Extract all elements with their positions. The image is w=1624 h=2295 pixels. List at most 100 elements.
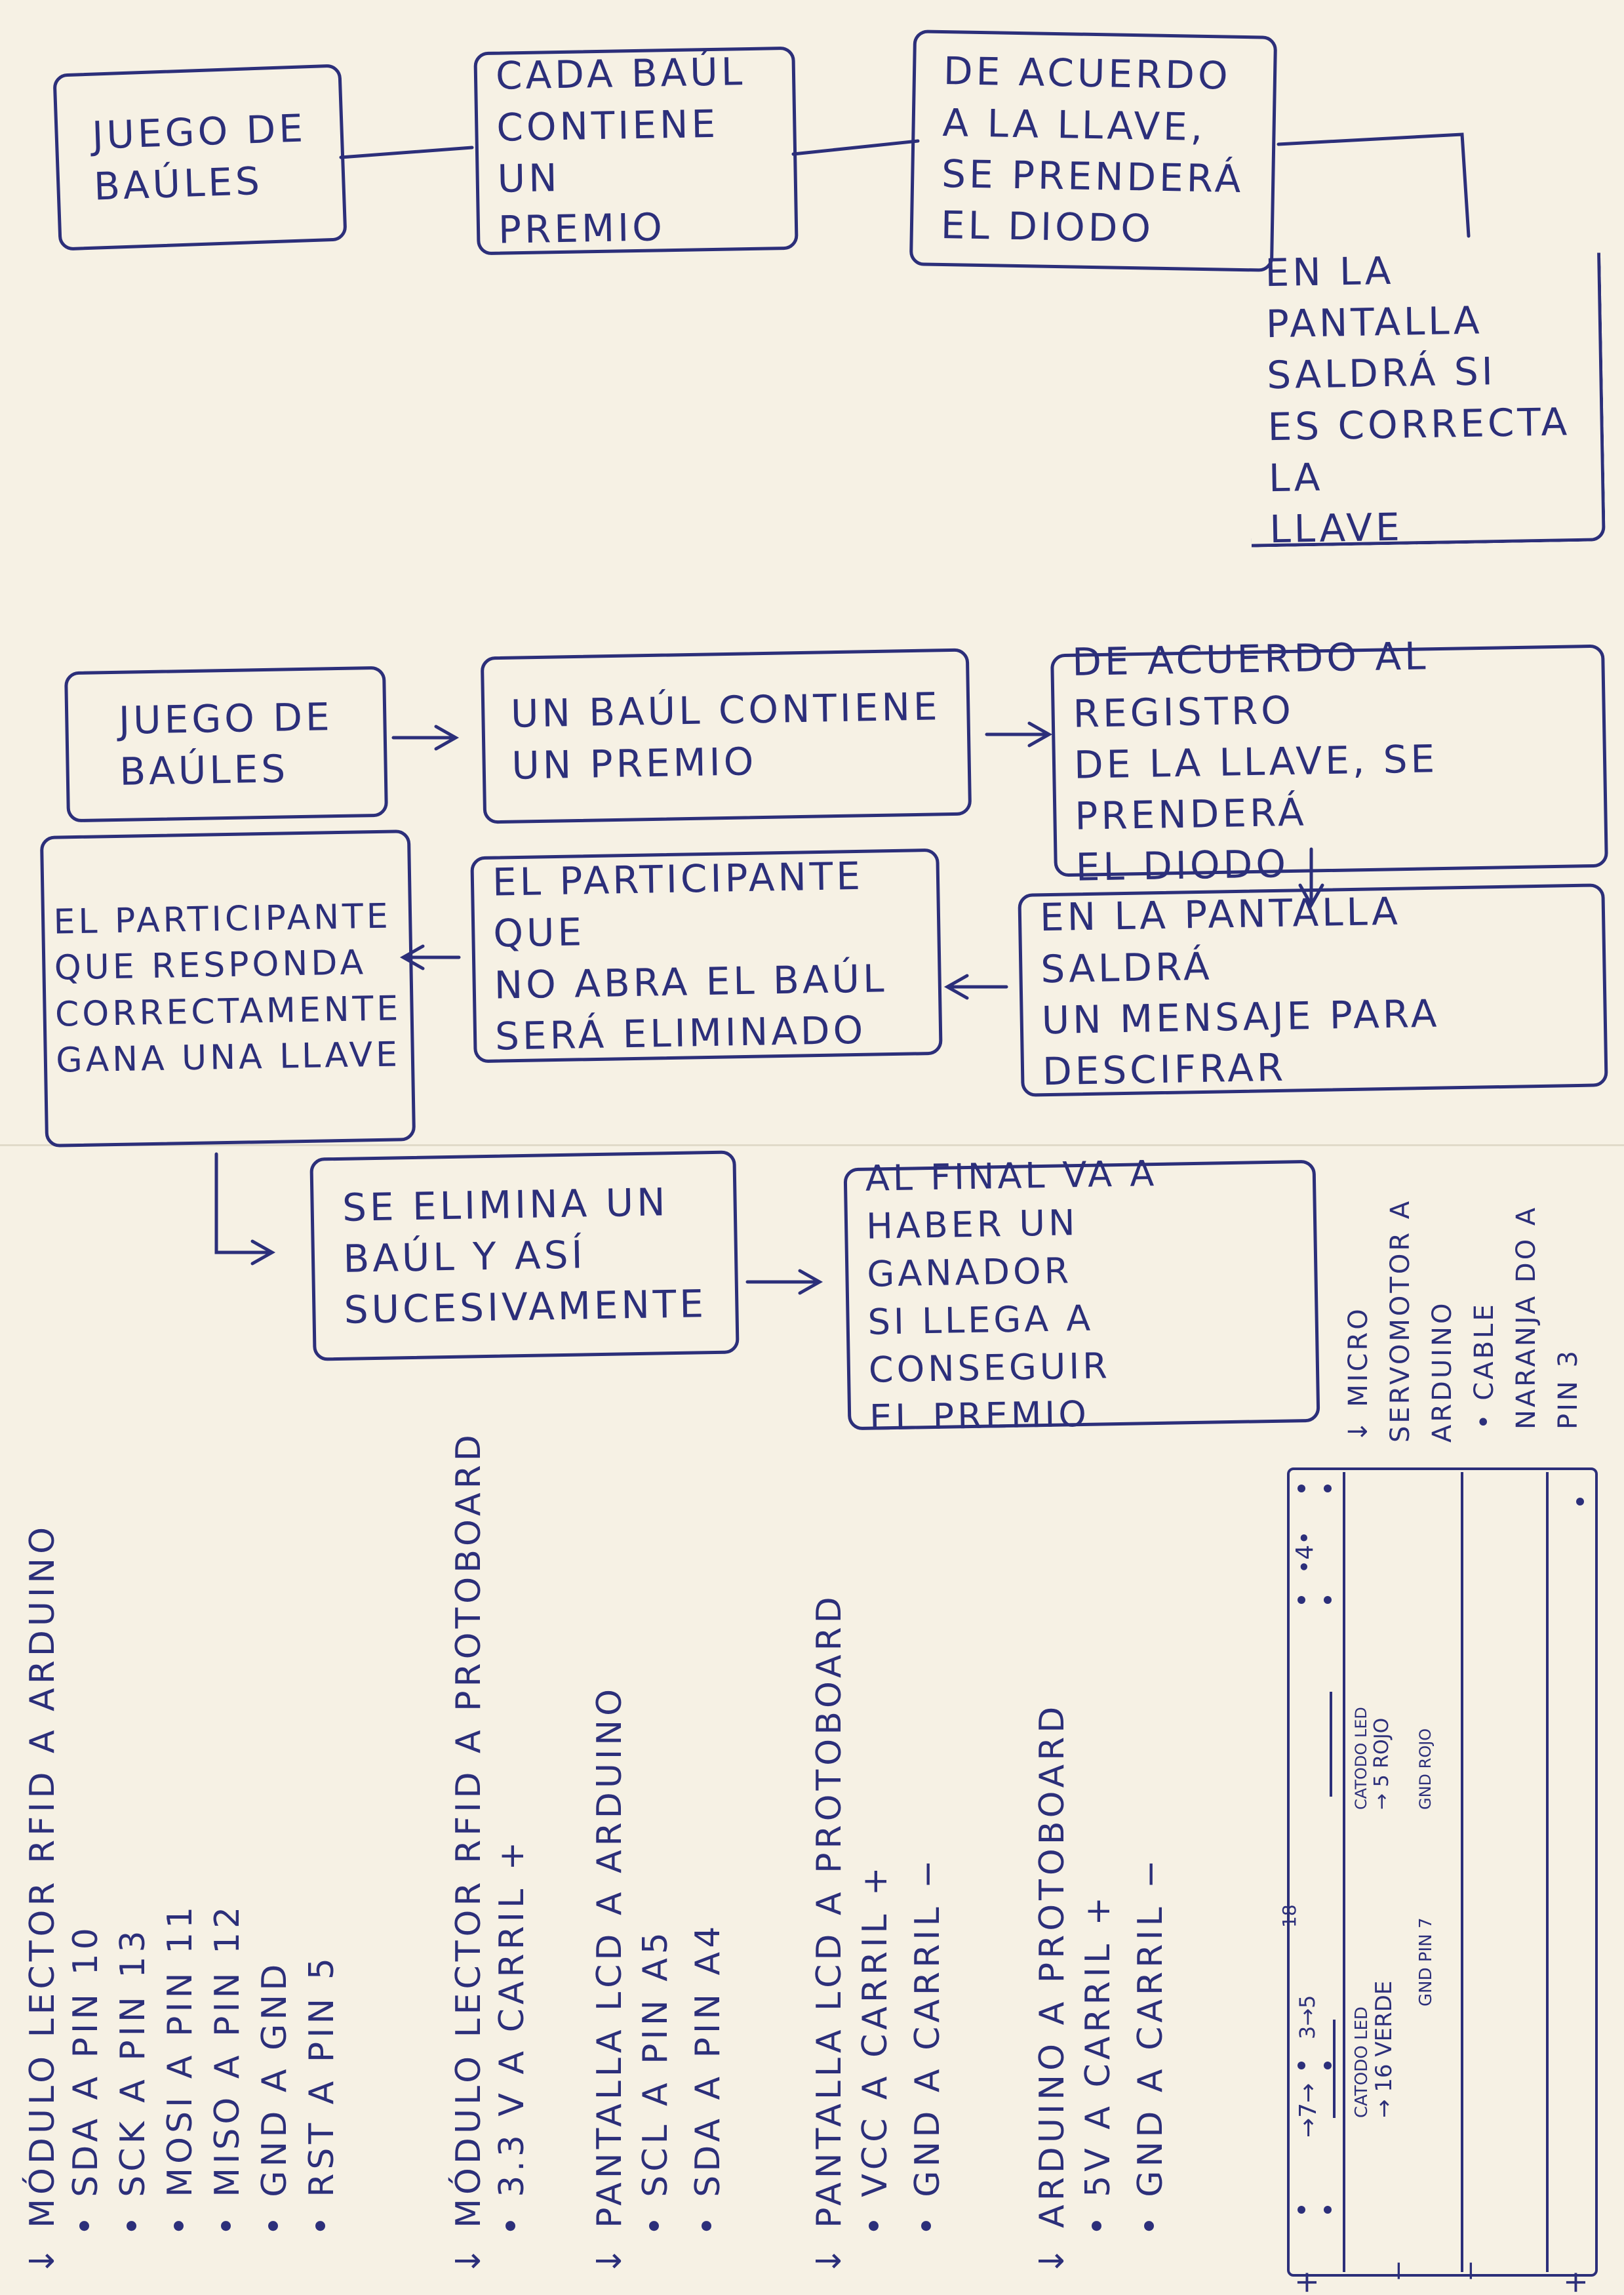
wiring-section-lcd-arduino: ↓ PANTALLA LCD A ARDUINO • SCL A PIN A5 … [590, 1685, 734, 2275]
rfid-arduino-title: MÓDULO LECTOR RFID A ARDUINO [23, 1523, 62, 2228]
wiring-item: • 3.3 V A CARRIL + [492, 1837, 532, 2236]
d2-box-se-elimina-un-baul: SE ELIMINA UN BAÚL Y ASÍ SUCESIVAMENTE [309, 1150, 740, 1361]
note-text: GND ROJO [1416, 1728, 1435, 1810]
wiring-item: • SDA A PIN A4 [688, 1922, 728, 2236]
d1-box4-text: EN LA PANTALLA SALDRÁ SI ES CORRECTA LA … [1264, 248, 1571, 552]
wiring-text: GND A CARRIL − [1131, 1856, 1170, 2197]
wiring-section-servo-arduino: ↓ MICRO SERVOMOTOR A ARDUINO • CABLE NAR… [1337, 1167, 1589, 1443]
section-title: ↓ PANTALLA LCD A PROTOBOARD [810, 1593, 849, 2275]
d2-box-participante-no-abra: EL PARTICIPANTE QUE NO ABRA EL BAÚL SERÁ… [470, 848, 943, 1064]
wiring-text: GND A CARRIL − [908, 1856, 947, 2197]
wiring-text: 5V A CARRIL + [1079, 1892, 1118, 2197]
wiring-section-rfid-protoboard: ↓ MÓDULO LECTOR RFID A PROTOBOARD • 3.3 … [449, 1431, 536, 2275]
wiring-item: • GND A CARRIL − [1131, 1856, 1170, 2236]
arduino-protoboard-title: ARDUINO A PROTOBOARD [1033, 1702, 1072, 2228]
d1-box2-text: CADA BAÚL CONTIENE UN PREMIO [495, 49, 746, 252]
d2-box-al-final: AL FINAL VA A HABER UN GANADOR SI LLEGA … [843, 1153, 1320, 1438]
note-text: CATODO LED [1352, 2006, 1372, 2118]
d2-box-en-la-pantalla-saldra: EN LA PANTALLA SALDRÁ UN MENSAJE PARA DE… [1018, 883, 1608, 1097]
wiring-item: • VCC A CARRIL + [856, 1863, 895, 2236]
wiring-text: SCK A PIN 13 [113, 1926, 153, 2197]
mark-text: 18 [1278, 1904, 1300, 1928]
mark-text: 7 [1295, 2102, 1322, 2118]
d2-box4-text: EN LA PANTALLA SALDRÁ UN MENSAJE PARA DE… [1039, 889, 1440, 1094]
wiring-item: • CABLE NARANJA DO A PIN 3 [1469, 1205, 1583, 1429]
wiring-text: SCL A PIN A5 [636, 1928, 675, 2197]
arrow-1-2 [391, 725, 460, 751]
note-text: GND PIN 7 [1416, 1917, 1436, 2006]
wiring-item: • MOSI A PIN 11 [161, 1902, 200, 2236]
servo-arduino-title: MICRO SERVOMOTOR A ARDUINO [1343, 1198, 1457, 1443]
d1-box3-text: DE ACUERDO A LA LLAVE, SE PRENDERÁ EL DI… [940, 49, 1244, 251]
wiring-text: 3.3 V A CARRIL + [492, 1837, 532, 2197]
wiring-item: • SCK A PIN 13 [113, 1926, 153, 2236]
d1-box-juego-de-baules: JUEGO DE BAÚLES [52, 64, 347, 251]
note-gnd-pin7: GND PIN 7 [1416, 1918, 1436, 2006]
rail-text: + [1288, 2269, 1324, 2295]
d1-box-en-la-pantalla: EN LA PANTALLA SALDRÁ SI ES CORRECTA LA … [1246, 248, 1606, 551]
arrow-7-8 [745, 1269, 823, 1295]
wiring-text: SDA A PIN 10 [66, 1924, 106, 2197]
d2-box1-text: JUEGO DE BAÚLES [118, 694, 334, 794]
note-text: 16 VERDE [1371, 1980, 1397, 2092]
wiring-text: GND A GND [255, 1960, 294, 2197]
rail-text: − [1383, 2260, 1414, 2282]
wiring-item: • SDA A PIN 10 [66, 1924, 106, 2236]
note-catodo-led-verde: CATODO LED → 16 VERDE [1352, 1980, 1397, 2118]
wiring-item: • RST A PIN 5 [302, 1954, 342, 2236]
section-title: ↓ MÓDULO LECTOR RFID A PROTOBOARD [449, 1431, 488, 2275]
breadboard-sketch [1287, 1467, 1598, 2277]
note-text: CATODO LED [1352, 1707, 1370, 1810]
rail-label-4: + [1557, 2269, 1593, 2295]
wiring-section-rfid-arduino: ↓ MÓDULO LECTOR RFID A ARDUINO • SDA A P… [23, 1523, 346, 2275]
breadboard-mark-7: →7→ [1295, 2083, 1322, 2138]
page-fold-line [0, 1144, 1624, 1146]
wiring-item: • 5V A CARRIL + [1079, 1892, 1118, 2236]
wiring-text: SDA A PIN A4 [688, 1922, 728, 2197]
d1-box1-text: JUEGO DE BAÚLES [91, 106, 307, 209]
d2-box7-text: SE ELIMINA UN BAÚL Y ASÍ SUCESIVAMENTE [342, 1179, 707, 1332]
section-title: ↓ MICRO SERVOMOTOR A ARDUINO [1343, 1198, 1457, 1443]
rfid-protoboard-title: MÓDULO LECTOR RFID A PROTOBOARD [449, 1431, 488, 2228]
section-title: ↓ PANTALLA LCD A ARDUINO [590, 1685, 629, 2275]
arrow-4-5 [943, 974, 1008, 1000]
wiring-item: • GND A GND [255, 1960, 294, 2236]
connector-3-4 [1277, 132, 1471, 238]
section-title: ↓ ARDUINO A PROTOBOARD [1033, 1702, 1072, 2275]
mark-text: 4 [1292, 1544, 1318, 1560]
d2-box2-text: UN BAÚL CONTIENE UN PREMIO [510, 684, 941, 788]
wiring-text: CABLE NARANJA DO A PIN 3 [1469, 1205, 1583, 1429]
wiring-section-arduino-protoboard: ↓ ARDUINO A PROTOBOARD • 5V A CARRIL + •… [1033, 1703, 1177, 2275]
lcd-arduino-title: PANTALLA LCD A ARDUINO [590, 1685, 629, 2228]
connector-2-3 [791, 139, 920, 156]
d2-box-juego-de-baules: JUEGO DE BAÚLES [64, 666, 388, 823]
wiring-text: MOSI A PIN 11 [161, 1902, 200, 2197]
breadboard-mark-18: 18 [1278, 1904, 1300, 1928]
breadboard-mark-4: •4• [1292, 1530, 1318, 1574]
mark-text: 3 [1295, 2026, 1320, 2039]
d1-box-de-acuerdo: DE ACUERDO A LA LLAVE, SE PRENDERÁ EL DI… [909, 30, 1278, 272]
breadboard-mark-3-5: 3→5 [1295, 1995, 1320, 2039]
arrow-3-4 [1298, 847, 1324, 909]
section-title: ↓ MÓDULO LECTOR RFID A ARDUINO [23, 1523, 62, 2275]
d2-box5-text: EL PARTICIPANTE QUE NO ABRA EL BAÚL SERÁ… [492, 853, 888, 1059]
wiring-item: • GND A CARRIL − [908, 1856, 947, 2236]
d1-box-cada-baul: CADA BAÚL CONTIENE UN PREMIO [473, 46, 799, 256]
wiring-section-lcd-protoboard: ↓ PANTALLA LCD A PROTOBOARD • VCC A CARR… [810, 1593, 954, 2275]
wiring-text: MISO A PIN 12 [208, 1902, 247, 2197]
d2-box8-text: AL FINAL VA A HABER UN GANADOR SI LLEGA … [865, 1153, 1158, 1439]
arrow-6-7 [214, 1152, 276, 1266]
rail-label-2: − [1383, 2260, 1414, 2282]
rail-text: + [1557, 2269, 1593, 2295]
wiring-text: RST A PIN 5 [302, 1954, 342, 2197]
d2-box-un-baul-contiene: UN BAÚL CONTIENE UN PREMIO [480, 648, 972, 824]
wiring-item: • SCL A PIN A5 [636, 1928, 675, 2236]
wiring-text: VCC A CARRIL + [856, 1863, 895, 2197]
connector-1-2 [339, 146, 474, 159]
rail-text: − [1456, 2260, 1486, 2282]
note-gnd-rojo: GND ROJO [1416, 1728, 1435, 1810]
rail-label-3: − [1456, 2260, 1486, 2282]
note-text: 5 ROJO [1370, 1717, 1393, 1787]
